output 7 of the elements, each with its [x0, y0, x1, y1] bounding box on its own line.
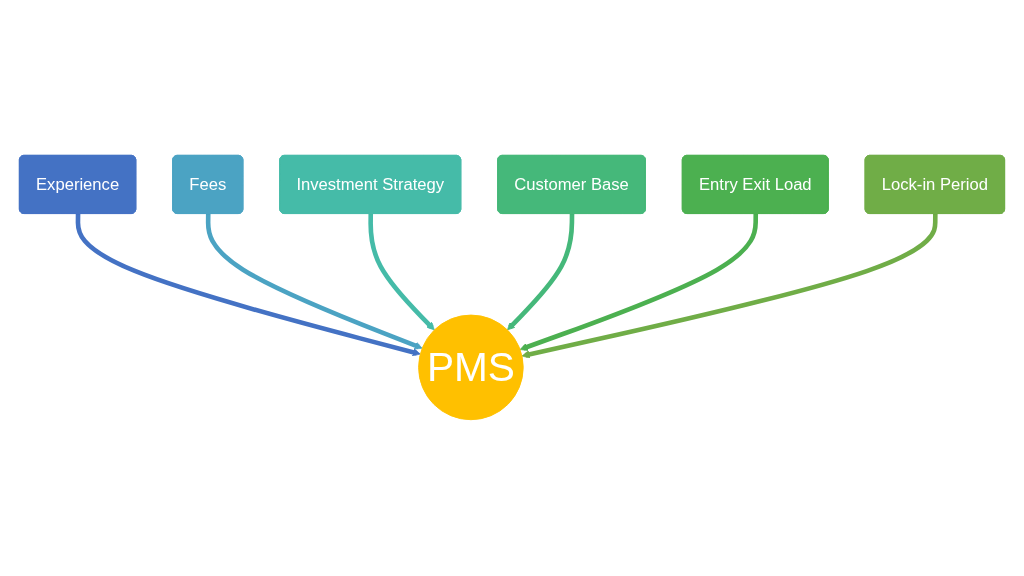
arrow — [507, 214, 575, 331]
arrow — [519, 214, 759, 352]
arrow — [205, 214, 423, 350]
arrow — [75, 214, 421, 357]
arrow — [521, 214, 938, 359]
arrow — [368, 214, 435, 331]
node-circle: PMS — [418, 315, 524, 421]
